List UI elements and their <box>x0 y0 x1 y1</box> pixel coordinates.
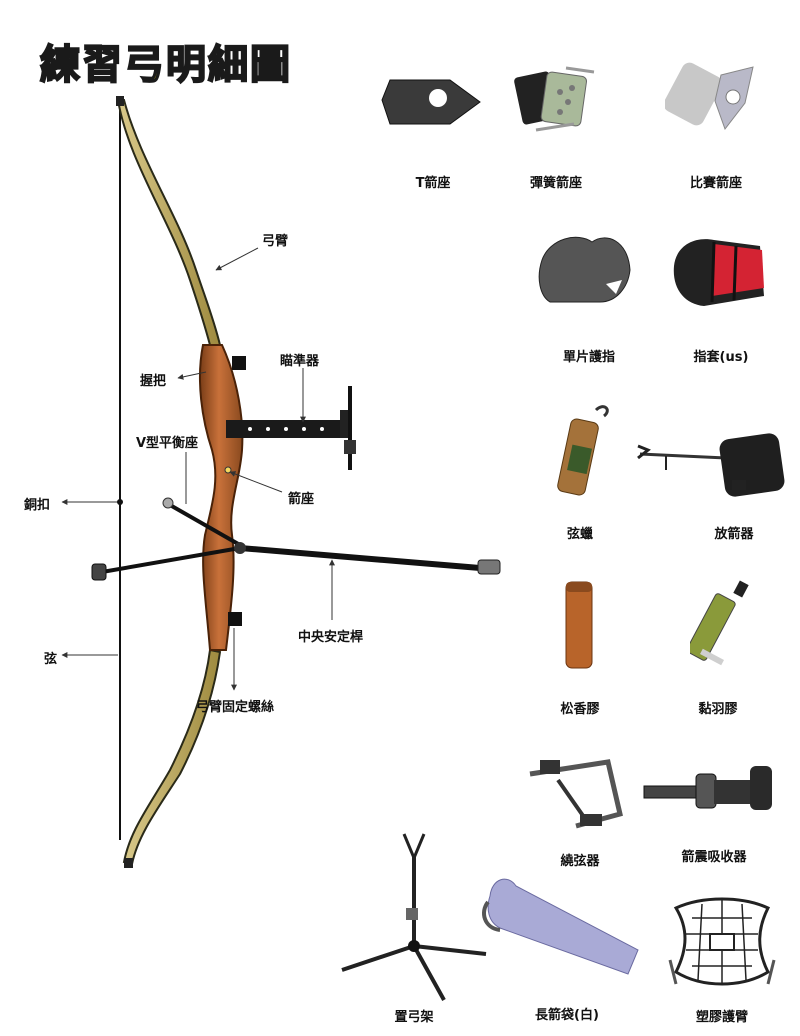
item-caption-rosin-glue: 松香膠 <box>560 702 600 717</box>
item-caption-competition-arrow-rest: 比賽箭座 <box>689 176 743 191</box>
label-limb-bolt: 弓臂固定螺絲 <box>196 700 275 715</box>
vibration-damper-icon <box>643 766 772 810</box>
item-caption-release-aid: 放箭器 <box>714 527 754 542</box>
string-wax-icon <box>557 405 609 496</box>
item-caption-spring-arrow-rest: 彈簧箭座 <box>529 176 583 191</box>
label-grip: 握把 <box>140 374 167 389</box>
item-caption-finger-glove: 指套(us) <box>693 350 749 365</box>
spring-arrow-rest-icon <box>514 66 595 132</box>
label-sight: 瞄準器 <box>280 354 320 369</box>
lower-limb <box>122 648 222 866</box>
item-caption-string-server: 繞弦器 <box>560 854 600 869</box>
finger-tab-icon <box>538 236 631 303</box>
long-quiver-icon <box>482 878 639 975</box>
label-nock: 銅扣 <box>24 498 51 513</box>
page-title: 練習弓明細圖 <box>39 41 292 89</box>
item-caption-bow-stand: 置弓架 <box>394 1010 434 1025</box>
sight <box>226 386 356 470</box>
riser <box>198 344 244 651</box>
item-caption-fletching-glue: 黏羽膠 <box>698 702 738 717</box>
item-caption-t-arrow-rest: T箭座 <box>415 176 451 191</box>
item-caption-finger-tab: 單片護指 <box>562 350 616 365</box>
arm-guard-icon <box>668 897 776 986</box>
upper-limb <box>116 99 222 346</box>
finger-glove-icon <box>673 239 764 306</box>
label-stabilizer: 中央安定桿 <box>298 630 364 645</box>
item-caption-arm-guard: 塑膠護臂 <box>695 1010 749 1025</box>
competition-arrow-rest-icon <box>665 62 754 131</box>
rosin-glue-icon <box>565 581 593 669</box>
label-limb: 弓臂 <box>262 234 289 249</box>
bow-stand-icon <box>341 833 487 1001</box>
item-caption-long-quiver: 長箭袋(白) <box>535 1008 599 1023</box>
item-caption-vibration-damper: 箭震吸收器 <box>681 850 747 865</box>
v-bar-rod <box>169 503 241 547</box>
string-server-icon <box>529 759 623 829</box>
side-rod <box>101 546 241 574</box>
label-arrow-rest: 箭座 <box>288 492 315 507</box>
label-v-bar: V型平衡座 <box>136 436 199 451</box>
release-aid-icon <box>637 433 785 497</box>
label-string: 弦 <box>44 652 58 667</box>
item-caption-string-wax: 弦蠟 <box>566 527 594 542</box>
central-stabilizer <box>234 542 501 575</box>
fletching-glue-icon <box>690 580 749 666</box>
t-arrow-rest-icon <box>381 79 481 125</box>
